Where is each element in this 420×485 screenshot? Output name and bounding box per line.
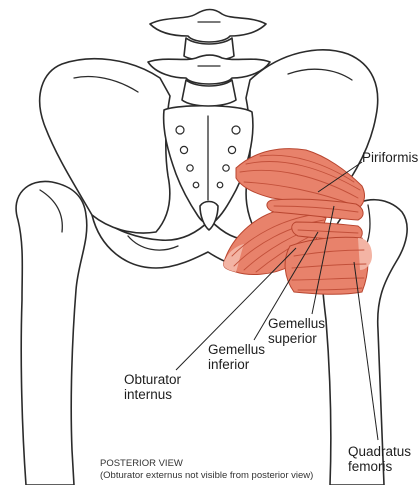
gemellus-superior-leader [311,205,335,315]
piriformis-muscle [235,148,365,211]
gemellus-inferior-label: Gemellus inferior [208,342,265,372]
left-ilium [38,57,171,234]
gemellus-superior-line1: Gemellus [268,316,326,331]
gemellus-inferior-line2: inferior [208,357,250,372]
left-femur [15,180,88,485]
quadratus-femoris-line1: Quadratus [348,444,412,459]
gemellus-superior-line2: superior [268,331,317,346]
view-note: (Obturator externus not visible from pos… [100,470,314,481]
obturator-internus-leader [175,247,297,371]
obturator-internus-line2: internus [124,387,173,402]
piriformis-label: Piriformis [362,150,418,165]
sacral-foramina [175,125,241,189]
left-trochanter-line [39,189,63,233]
gemellus-superior-muscle [266,198,364,221]
piriformis-leader [317,161,363,193]
piriformis-label-text: Piriformis [362,150,419,165]
quadratus-femoris-leader [353,261,379,441]
lumbar-vertebrae [147,8,271,107]
left-iliac-crest [73,75,139,93]
right-iliac-crest [287,68,353,81]
obturator-foramen-left [127,235,179,251]
view-caption: POSTERIOR VIEW (Obturator externus not v… [100,458,313,482]
gemellus-inferior-leader [253,231,319,341]
quadratus-femoris-muscle [284,236,372,295]
gemellus-inferior-line1: Gemellus [208,342,266,357]
gemellus-superior-label: Gemellus superior [268,316,325,346]
obturator-internus-line1: Obturator [124,372,182,387]
quadratus-femoris-label: Quadratus femoris [348,444,411,474]
coccyx [199,200,219,231]
quadratus-femoris-line2: femoris [348,459,393,474]
obturator-internus-label: Obturator internus [124,372,181,402]
view-title: POSTERIOR VIEW [100,458,183,469]
